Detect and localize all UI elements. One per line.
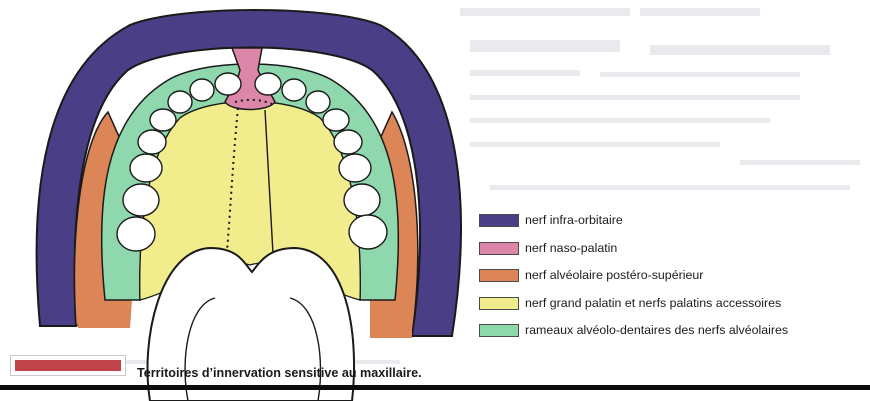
legend-label: nerf grand palatin et nerfs palatins acc… <box>525 295 782 310</box>
tooth <box>281 78 307 102</box>
tooth <box>338 153 372 183</box>
soft-palate-white <box>146 246 355 401</box>
tooth <box>305 90 331 114</box>
tooth <box>167 90 193 114</box>
tooth <box>254 72 282 96</box>
tooth <box>322 108 350 132</box>
tooth <box>122 183 160 217</box>
legend-item: rameaux alvéolo-dentaires des nerfs alvé… <box>479 322 869 350</box>
legend-swatch <box>479 296 519 310</box>
legend-item: nerf naso-palatin <box>479 240 869 268</box>
legend-swatch <box>479 269 519 282</box>
teeth <box>116 72 388 252</box>
legend: nerf infra-orbitaire nerf naso-palatin n… <box>479 212 869 350</box>
legend-label: nerf naso-palatin <box>525 240 618 255</box>
tooth <box>149 108 177 132</box>
tooth <box>129 153 163 183</box>
legend-swatch <box>479 241 519 255</box>
bottom-rule <box>0 385 870 390</box>
tooth <box>348 214 388 250</box>
caption-marker <box>10 355 126 376</box>
legend-label: nerf infra-orbitaire <box>525 213 623 227</box>
legend-label: rameaux alvéolo-dentaires des nerfs alvé… <box>525 323 789 337</box>
legend-swatch <box>479 324 519 337</box>
tooth <box>214 72 242 96</box>
tooth <box>137 129 167 155</box>
tooth <box>116 216 156 252</box>
dotted-boundary <box>225 107 239 263</box>
tooth <box>333 129 363 155</box>
legend-item: nerf grand palatin et nerfs palatins acc… <box>479 295 869 323</box>
tooth <box>343 183 381 217</box>
legend-item: nerf alvéolaire postéro-supérieur <box>479 267 869 295</box>
legend-label: nerf alvéolaire postéro-supérieur <box>525 268 704 282</box>
figure-caption: Territoires d’innervation sensitive au m… <box>137 366 422 380</box>
region-alveolaire-postero-superieur-posterior <box>76 300 412 338</box>
legend-swatch <box>479 214 519 227</box>
tooth <box>189 78 215 102</box>
region-infra-orbitaire <box>35 9 463 337</box>
legend-item: nerf infra-orbitaire <box>479 212 869 240</box>
caption-marker-fill <box>15 360 121 371</box>
